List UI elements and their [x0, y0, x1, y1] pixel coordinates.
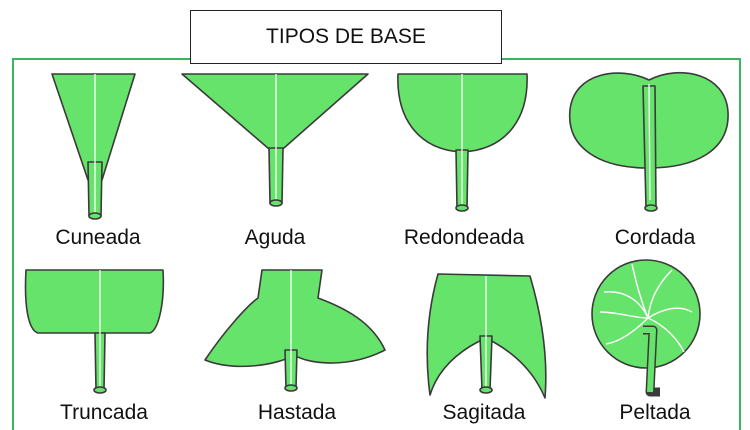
- label-cuneada: Cuneada: [55, 226, 141, 249]
- label-redondeada: Redondeada: [403, 226, 525, 249]
- cordate-leaf-base-icon: [568, 71, 729, 212]
- diagram-title: TIPOS DE BASE: [190, 10, 502, 64]
- hastate-leaf-base-icon: [204, 269, 386, 392]
- rounded-leaf-base-icon: [397, 73, 528, 212]
- label-cordada: Cordada: [614, 226, 696, 249]
- label-sagitada: Sagitada: [442, 401, 526, 424]
- truncate-leaf-base-icon: [24, 269, 165, 394]
- sagittate-leaf-base-icon: [426, 273, 547, 399]
- label-aguda: Aguda: [244, 226, 306, 249]
- acute-leaf-base-icon: [181, 73, 369, 207]
- cuneate-leaf-base-icon: [51, 73, 136, 220]
- label-hastada: Hastada: [257, 401, 337, 424]
- label-truncada: Truncada: [60, 401, 148, 424]
- peltate-leaf-icon: [591, 259, 701, 397]
- label-peltada: Peltada: [619, 401, 691, 424]
